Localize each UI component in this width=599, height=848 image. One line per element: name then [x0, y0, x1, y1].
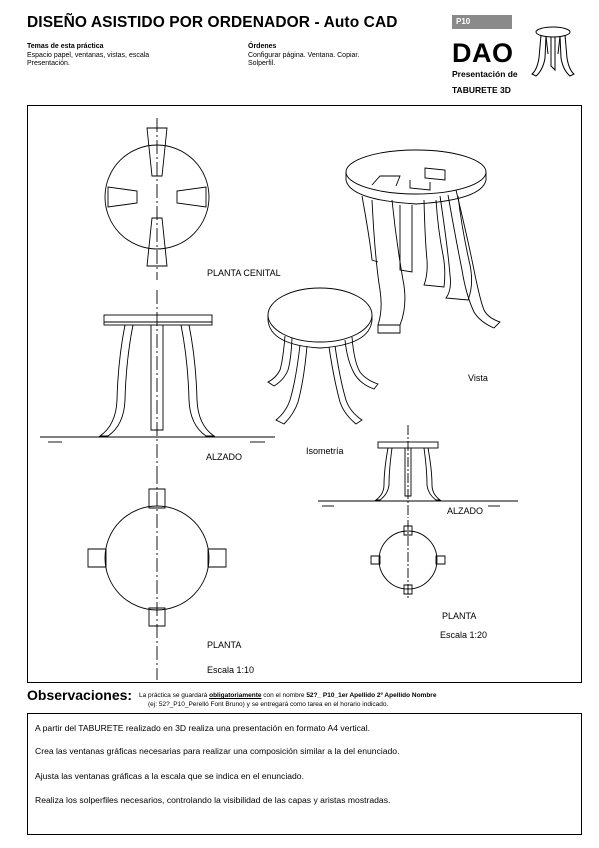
topics-list: Espacio papel, ventanas, vistas, escala … [27, 52, 149, 68]
observations-line-2: (ej: 52?_P10_Perelló Font Bruno) y se en… [148, 701, 389, 708]
statement-line: A partir del TABURETE realizado en 3D re… [35, 723, 371, 733]
presentation-label: Presentación de [452, 69, 518, 79]
label-alzado: ALZADO [206, 452, 243, 462]
observations-line-1: La práctica se guardará obligatoriamente… [139, 692, 436, 699]
orders-list: Configurar página. Ventana. Copiar. Solp… [248, 52, 359, 68]
front-view-drawing [40, 290, 275, 470]
topic-line: Presentación. [27, 60, 70, 67]
obs-text: con el nombre [263, 692, 305, 699]
observations-heading: Observaciones: [27, 687, 133, 703]
small-front-view-drawing [318, 425, 518, 518]
label-escala-1-10: Escala 1:10 [207, 665, 255, 675]
orders-heading: Órdenes [248, 43, 277, 50]
perspective-stool-drawing [345, 149, 501, 334]
topics-heading: Temas de esta práctica [27, 43, 104, 50]
page-title: DISEÑO ASISTIDO POR ORDENADOR - Auto CAD [27, 14, 398, 31]
exercise-code-badge: P10 [452, 15, 512, 29]
obs-filename: 52?_ P10_1er Apellido 2º Apellido Nombre [306, 692, 437, 699]
piece-name: TABURETE 3D [452, 85, 511, 95]
topic-line: Espacio papel, ventanas, vistas, escala [27, 52, 150, 59]
isometric-stool-drawing [267, 287, 379, 425]
plan-view-drawing [87, 470, 227, 680]
statement-line: Realiza los solperfiles necesarios, cont… [35, 795, 391, 805]
drawing-frame [27, 105, 582, 683]
label-vista: Vista [468, 373, 488, 383]
label-planta: PLANTA [207, 640, 242, 650]
small-plan-view-drawing [370, 520, 446, 600]
label-isometria: Isometría [306, 446, 344, 456]
order-line: Configurar página. Ventana. Copiar. [248, 52, 360, 59]
top-view-drawing [104, 118, 210, 280]
label-planta-cenital: PLANTA CENITAL [207, 268, 281, 278]
obs-text: La práctica se guardará [139, 692, 208, 699]
statement-box [27, 713, 582, 835]
order-line: Solperfil. [248, 60, 276, 67]
label-planta-small: PLANTA [442, 611, 477, 621]
statement-line: Crea las ventanas gráficas necesarias pa… [35, 746, 400, 756]
obs-emphasis: obligatoriamente [209, 692, 262, 699]
label-alzado-small: ALZADO [447, 506, 484, 516]
label-escala-1-20: Escala 1:20 [440, 630, 488, 640]
subject-title: DAO [452, 38, 514, 68]
statement-line: Ajusta las ventanas gráficas a la escala… [35, 771, 304, 781]
